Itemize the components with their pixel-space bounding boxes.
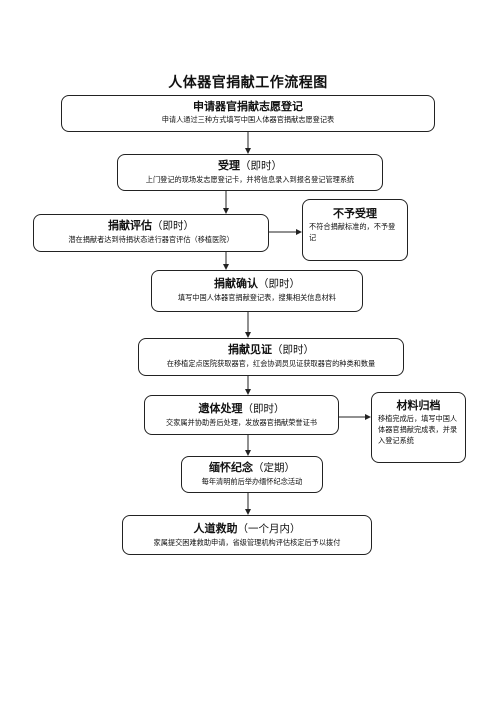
step-accept-desc: 上门登记的现场发志愿登记卡，并将信息录入到报名登记管理系统 xyxy=(145,175,355,184)
step-evaluation: 捐献评估（即时） 潜在捐献者达到待捐状态进行器官评估（移植医院） xyxy=(33,214,269,252)
side-archive-desc: 移植完成后，填写中国人体器官捐献完成表，并录入登记系统 xyxy=(378,414,458,445)
step-memorial: 缅怀纪念（定期） 每年清明前后举办缅怀纪念活动 xyxy=(181,456,323,493)
step-witness-tag: （即时） xyxy=(272,344,314,356)
step-confirm-name: 捐献确认 xyxy=(214,277,258,290)
step-apply-registration-name: 申请器官捐献志愿登记 xyxy=(193,100,303,113)
step-body-handling-name: 遗体处理 xyxy=(198,402,243,415)
side-archive: 材料归档 移植完成后，填写中国人体器官捐献完成表，并录入登记系统 xyxy=(371,392,466,463)
step-humanitarian-aid-desc: 家属提交困难救助申请，省级管理机构评估核定后予以拨付 xyxy=(153,538,341,547)
step-humanitarian-aid-tag: （一个月内） xyxy=(237,523,301,535)
step-body-handling: 遗体处理（即时） 交家属并协助善后处理，发放器官捐献荣誉证书 xyxy=(144,395,339,435)
step-humanitarian-aid: 人道救助（一个月内） 家属提交困难救助申请，省级管理机构评估核定后予以拨付 xyxy=(122,515,372,555)
side-reject: 不予受理 不符合捐献标准的，不予登记 xyxy=(302,199,408,261)
step-witness: 捐献见证（即时） 在移植定点医院获取器官，红会协调员见证获取器官的种类和数量 xyxy=(138,338,404,376)
step-evaluation-tag: （即时） xyxy=(152,220,194,232)
step-memorial-name: 缅怀纪念 xyxy=(209,461,253,474)
page-title: 人体器官捐献工作流程图 xyxy=(168,75,328,91)
side-reject-desc: 不符合捐献标准的，不予登记 xyxy=(309,222,396,242)
step-accept-tag: （即时） xyxy=(240,160,282,172)
step-witness-desc: 在移植定点医院获取器官，红会协调员见证获取器官的种类和数量 xyxy=(166,359,376,368)
step-confirm-desc: 填写中国人体器官捐献登记表，搜集相关信息材料 xyxy=(177,293,337,302)
step-apply-registration-desc: 申请人通过三种方式填写中国人体器官捐献志愿登记表 xyxy=(161,115,335,124)
step-evaluation-desc: 潜在捐献者达到待捐状态进行器官评估（移植医院） xyxy=(68,235,234,244)
step-confirm: 捐献确认（即时） 填写中国人体器官捐献登记表，搜集相关信息材料 xyxy=(151,270,363,312)
step-evaluation-name: 捐献评估 xyxy=(108,219,152,232)
step-body-handling-tag: （即时） xyxy=(242,403,285,415)
step-witness-name: 捐献见证 xyxy=(228,343,272,356)
step-humanitarian-aid-name: 人道救助 xyxy=(193,522,238,535)
step-apply-registration: 申请器官捐献志愿登记 申请人通过三种方式填写中国人体器官捐献志愿登记表 xyxy=(61,95,435,132)
step-confirm-tag: （即时） xyxy=(258,278,300,290)
step-memorial-desc: 每年清明前后举办缅怀纪念活动 xyxy=(201,477,303,486)
side-archive-name: 材料归档 xyxy=(396,399,441,412)
step-accept: 受理（即时） 上门登记的现场发志愿登记卡，并将信息录入到报名登记管理系统 xyxy=(117,154,383,191)
step-body-handling-desc: 交家属并协助善后处理，发放器官捐献荣誉证书 xyxy=(166,418,317,427)
step-accept-name: 受理 xyxy=(218,159,240,172)
side-reject-name: 不予受理 xyxy=(333,207,377,220)
step-memorial-tag: （定期） xyxy=(253,462,295,474)
